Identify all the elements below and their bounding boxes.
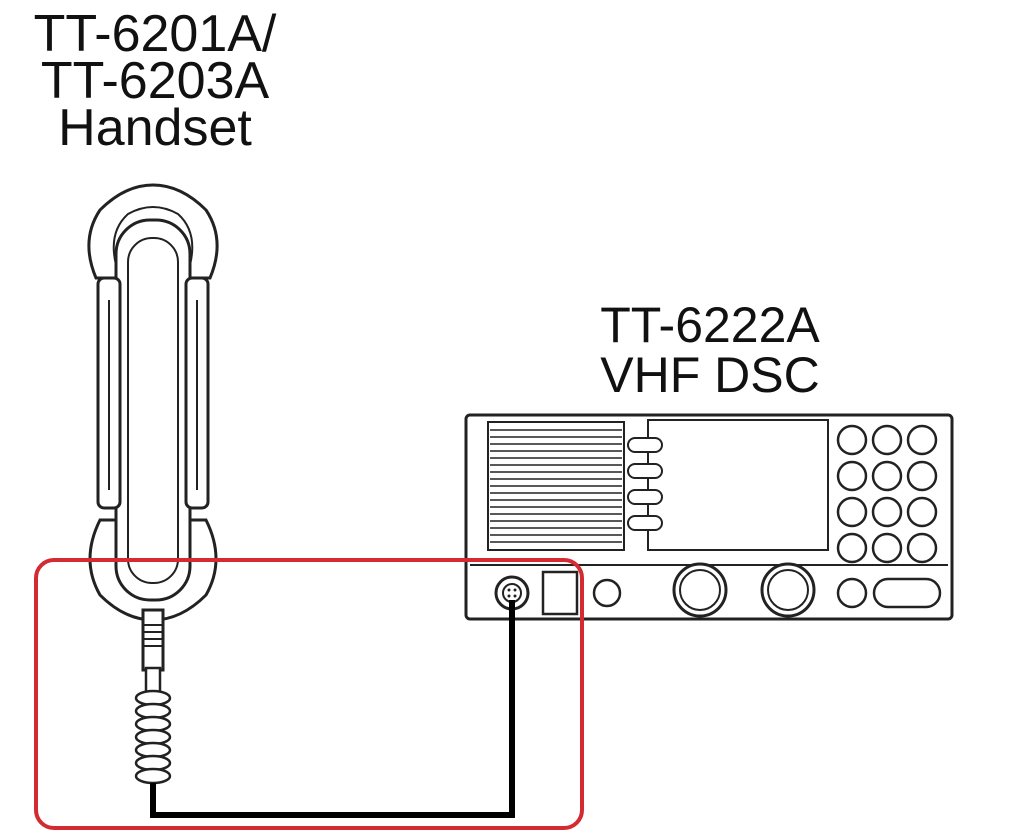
radio-keypad — [836, 424, 938, 564]
radio-label-line-2: VHF DSC — [600, 347, 820, 403]
handset-label-line-3: Handset — [58, 99, 252, 157]
soft-keys — [627, 437, 663, 531]
radio-label-line-1: TT-6222A — [600, 297, 820, 353]
connector-cover — [541, 570, 579, 616]
radio-unit — [464, 413, 954, 621]
highlight-box — [34, 558, 584, 830]
handset-label-line-2: TT-6203A — [40, 52, 270, 110]
radio-label: TT-6222A VHF DSC — [560, 300, 860, 400]
radio-display — [647, 419, 829, 551]
handset-coiled-cord — [134, 666, 172, 785]
bottom-wide-button — [872, 577, 942, 609]
connection-cable — [150, 600, 515, 818]
channel-knob — [760, 562, 816, 618]
handset-label: TT-6201A/ TT-6203A Handset — [0, 5, 310, 157]
volume-knob — [672, 562, 728, 618]
bottom-button — [836, 577, 868, 609]
small-knob — [592, 578, 622, 608]
handset — [87, 183, 219, 672]
handset-label-line-1: TT-6201A/ — [33, 5, 277, 63]
